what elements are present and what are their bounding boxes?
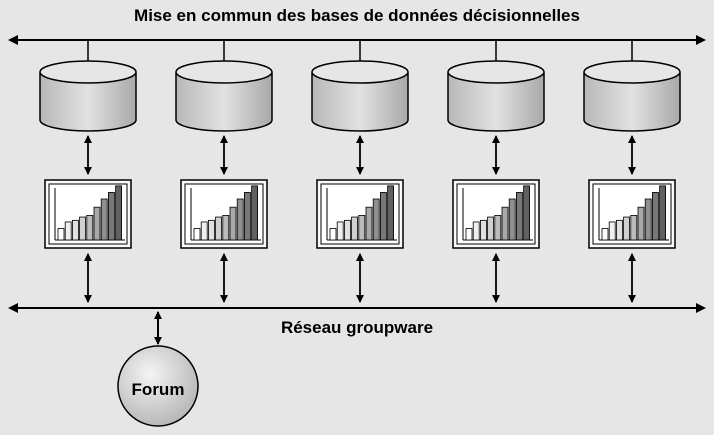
chart-bar xyxy=(351,216,359,241)
forum-label: Forum xyxy=(131,380,185,399)
chart-bar xyxy=(93,206,101,241)
chart-bar xyxy=(57,228,65,241)
chart-bar xyxy=(358,214,366,241)
chart-bar xyxy=(472,221,480,241)
chart-bar xyxy=(365,206,373,241)
chart-bar xyxy=(86,214,94,241)
database-cylinder-top xyxy=(583,60,681,84)
chart-bar xyxy=(329,228,337,241)
chart-bar xyxy=(652,192,659,241)
chart-bar xyxy=(601,228,609,241)
chart-bar xyxy=(72,219,79,241)
chart-bar xyxy=(379,192,387,241)
chart-bar xyxy=(523,185,530,241)
chart-bar xyxy=(100,198,108,241)
forum-circle xyxy=(117,345,199,427)
database-cylinder xyxy=(447,72,545,132)
chart-bar xyxy=(229,206,237,241)
database-cylinder xyxy=(39,72,137,132)
chart-bar xyxy=(387,185,395,241)
chart-bar xyxy=(79,216,86,241)
chart-bar xyxy=(630,214,638,241)
database-cylinder xyxy=(583,72,681,132)
database-cylinder xyxy=(311,72,409,132)
diagram-title: Mise en commun des bases de données déci… xyxy=(134,6,580,25)
chart-bar xyxy=(501,206,509,241)
chart-bar xyxy=(372,198,380,241)
chart-bar xyxy=(64,221,72,241)
chart-bar xyxy=(336,221,344,241)
chart-bar xyxy=(243,192,251,241)
chart-bar xyxy=(343,219,351,241)
chart-bar xyxy=(108,192,115,241)
chart-bar xyxy=(608,221,616,241)
chart-bar xyxy=(487,216,495,241)
chart-bar xyxy=(516,192,523,241)
database-cylinder-top xyxy=(175,60,273,84)
chart-bar xyxy=(659,185,666,241)
database-cylinder xyxy=(175,72,273,132)
chart-bar xyxy=(200,221,208,241)
chart-bar xyxy=(465,228,473,241)
chart-bar xyxy=(115,185,122,241)
chart-bar xyxy=(222,214,230,241)
chart-bar xyxy=(616,219,623,241)
chart-bar xyxy=(637,206,645,241)
database-cylinder-top xyxy=(447,60,545,84)
database-cylinder-top xyxy=(39,60,137,84)
chart-bar xyxy=(215,216,223,241)
chart-bar xyxy=(251,185,259,241)
node-group xyxy=(39,40,681,303)
network-label: Réseau groupware xyxy=(280,318,434,337)
chart-bar xyxy=(644,198,652,241)
chart-bar xyxy=(508,198,516,241)
chart-bar xyxy=(193,228,201,241)
chart-bar xyxy=(207,219,215,241)
database-cylinder-top xyxy=(311,60,409,84)
chart-bar xyxy=(236,198,244,241)
chart-bar xyxy=(623,216,630,241)
chart-bar xyxy=(479,219,487,241)
chart-bar xyxy=(494,214,502,241)
